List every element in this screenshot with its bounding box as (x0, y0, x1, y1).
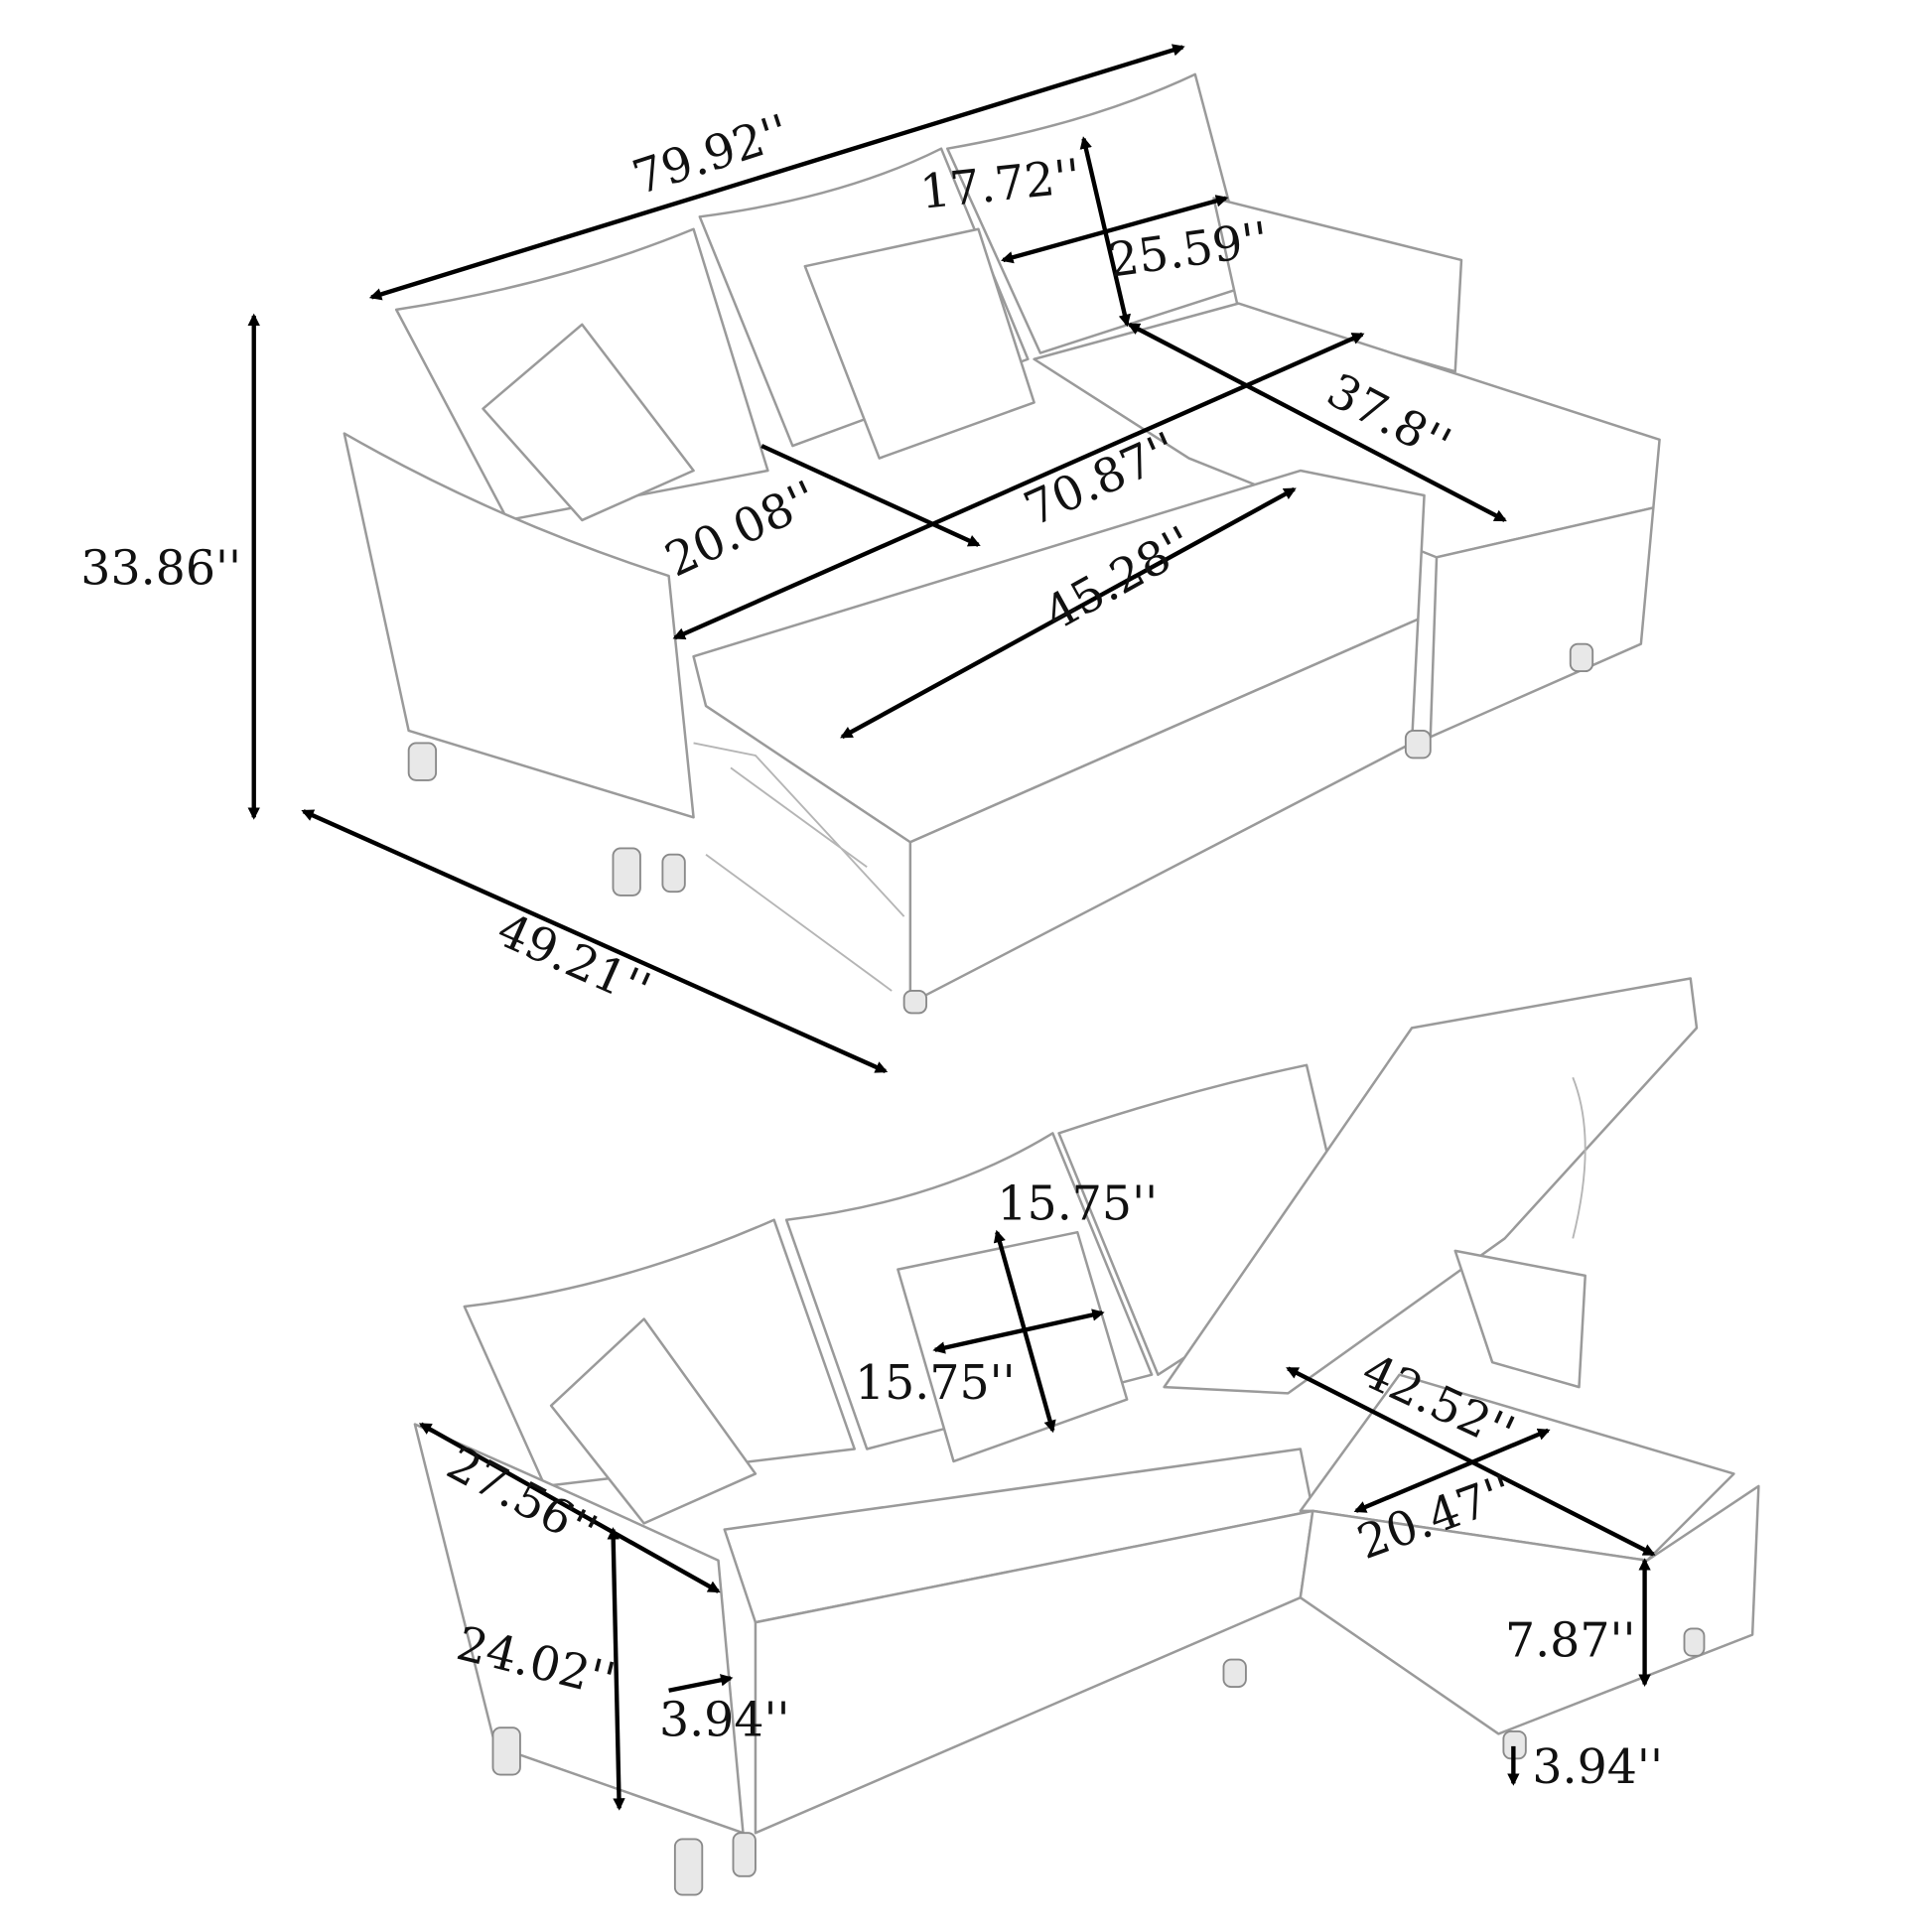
label-storage-depth: 7.87'' (1505, 1614, 1636, 1669)
sofa-leg (1404, 730, 1432, 759)
label-pillow-width: 15.75'' (855, 1356, 1016, 1411)
label-pillow-height: 15.75'' (997, 1176, 1158, 1231)
sofa-leg (407, 742, 438, 781)
sofa-leg (612, 847, 641, 897)
sofa-leg (902, 990, 928, 1015)
sofa-leg (1222, 1658, 1247, 1688)
arrow-bed-length (301, 809, 889, 1074)
sofa-leg (1683, 1627, 1706, 1657)
sofa-leg (673, 1838, 704, 1896)
sofa-leg (1569, 642, 1594, 673)
sofa-leg (491, 1726, 521, 1776)
sofa-leg (732, 1832, 757, 1877)
label-bed-length: 49.21'' (489, 902, 658, 1018)
arrow-overall-width (368, 44, 1185, 301)
arrow-leg-height-sofa (668, 1674, 734, 1693)
dimension-arrows-top (247, 44, 1507, 1074)
arrow-arm-depth (418, 1422, 721, 1593)
arrow-bed-width (672, 332, 1365, 640)
arrow-seat-height (607, 1527, 625, 1811)
dimension-arrows-bottom (418, 1229, 1656, 1811)
label-seat-depth: 20.08'' (657, 471, 826, 588)
arrow-pullout-depth (840, 486, 1297, 740)
arrow-storage-width (1353, 1428, 1551, 1513)
arrow-pillow-width (932, 1309, 1105, 1354)
label-overall-height: 33.86'' (80, 541, 241, 596)
label-leg-height-chaise: 3.94'' (1532, 1740, 1663, 1795)
arrow-cushion-width (1001, 195, 1229, 264)
sofa-leg (661, 853, 686, 894)
label-leg-height-sofa: 3.94'' (659, 1693, 790, 1747)
sofa-bed-illustration (343, 72, 1661, 1015)
